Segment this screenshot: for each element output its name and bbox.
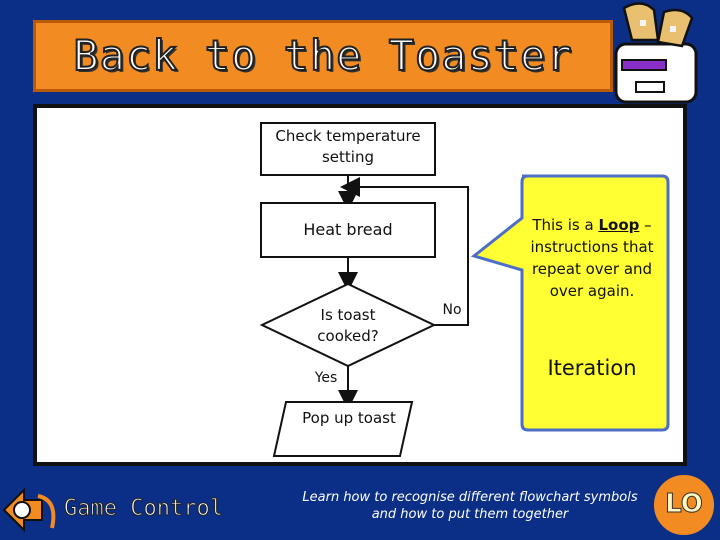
node-label-heat: Heat bread — [303, 220, 393, 239]
callout-suffix: – instructions that repeat over and over… — [530, 216, 654, 300]
callout-prefix: This is a — [532, 216, 599, 234]
learning-objective: Learn how to recognise different flowcha… — [302, 490, 638, 522]
callout-bubble — [470, 174, 670, 432]
lo-badge-label: LO — [665, 489, 704, 520]
edge-label-yes: Yes — [314, 370, 338, 386]
callout-keyword: Loop — [598, 216, 640, 234]
node-label-decision: Is toast cooked? — [317, 306, 379, 345]
toaster-icon — [614, 2, 698, 104]
title-banner: Back to the Toaster — [33, 20, 613, 92]
io-parallelogram-popup — [272, 401, 414, 457]
loop-line-no — [340, 177, 469, 326]
game-control-link[interactable]: Game Control — [64, 496, 224, 522]
page-title: Back to the Toaster — [72, 30, 573, 81]
lo-badge: LO — [651, 472, 717, 538]
edge-label-no: No — [442, 302, 462, 318]
node-label-popup: Pop up toast — [302, 409, 396, 427]
game-control-icon[interactable] — [2, 466, 62, 536]
node-label-check: Check temperature setting — [275, 127, 421, 166]
callout-term: Iteration — [547, 356, 637, 380]
process-box-check — [260, 122, 436, 176]
callout-text: This is a Loop – instructions that repea… — [530, 214, 654, 302]
